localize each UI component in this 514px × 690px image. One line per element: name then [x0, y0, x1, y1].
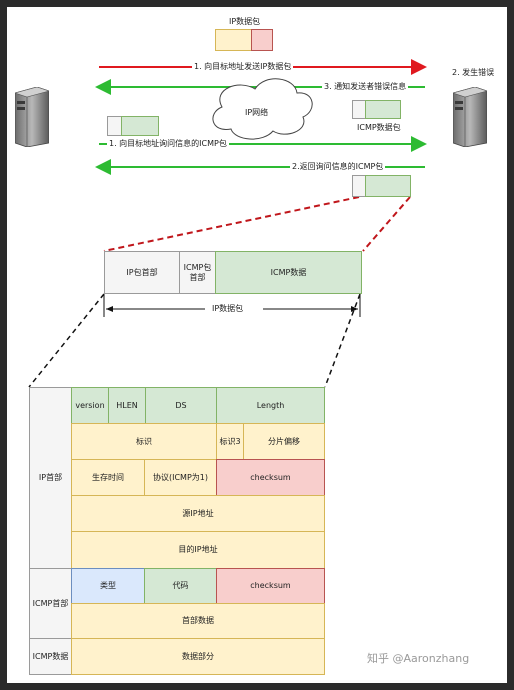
packet-icmp-header: ICMP包首部 — [179, 251, 216, 294]
icmp-packet-left-data — [121, 116, 159, 136]
field-length: Length — [216, 387, 325, 424]
arrow-send-label: 1. 向目标地址发送IP数据包 — [192, 62, 294, 71]
icmp-packet-left-header — [107, 116, 122, 136]
arrow-notify-label: 3. 通知发送者错误信息 — [322, 82, 409, 91]
field-destination-ip: 目的IP地址 — [71, 531, 325, 569]
icmp-reply-data — [365, 175, 411, 197]
field-flags: 标识3 — [216, 423, 244, 460]
field-ds: DS — [145, 387, 217, 424]
ip-packet-header-block — [215, 29, 252, 51]
field-icmp-header-data: 首部数据 — [71, 603, 325, 639]
error-label: 2. 发生错误 — [452, 68, 495, 77]
ip-packet-data-block — [251, 29, 273, 51]
field-protocol: 协议(ICMP为1) — [144, 459, 217, 496]
section-icmp-data: ICMP数据 — [29, 638, 72, 675]
field-identification: 标识 — [71, 423, 217, 460]
ip-packet-label: IP数据包 — [229, 17, 261, 26]
field-icmp-type: 类型 — [71, 568, 145, 604]
packet-span-label: IP数据包 — [212, 304, 244, 313]
field-icmp-code: 代码 — [144, 568, 217, 604]
field-ttl: 生存时间 — [71, 459, 145, 496]
packet-ip-header: IP包首部 — [104, 251, 180, 294]
section-icmp-header: ICMP首部 — [29, 568, 72, 639]
field-hlen: HLEN — [108, 387, 146, 424]
field-icmp-checksum: checksum — [216, 568, 325, 604]
watermark: 知乎 @Aaronzhang — [367, 652, 470, 665]
diagram-canvas: IP数据包 1. 向目标地址发送IP数据包 3. 通知发送者错误信息 2. 发生… — [7, 7, 507, 683]
sender-server-icon — [15, 87, 49, 147]
network-cloud — [212, 78, 313, 140]
icmp-reply-header — [352, 175, 366, 197]
field-fragment-offset: 分片偏移 — [243, 423, 325, 460]
field-source-ip: 源IP地址 — [71, 495, 325, 532]
icmp-packet-label: ICMP数据包 — [357, 123, 401, 132]
packet-icmp-data: ICMP数据 — [215, 251, 362, 294]
field-data-part: 数据部分 — [71, 638, 325, 675]
arrow-query-label: 1. 向目标地址询问信息的ICMP包 — [107, 139, 229, 148]
field-ip-checksum: checksum — [216, 459, 325, 496]
cloud-label: IP网络 — [245, 108, 269, 117]
field-version: version — [71, 387, 109, 424]
icmp-packet-right-data — [365, 100, 401, 119]
icmp-packet-right-header — [352, 100, 366, 119]
receiver-server-icon — [453, 87, 487, 147]
arrow-reply-label: 2.返回询问信息的ICMP包 — [290, 162, 386, 171]
section-ip-header: IP首部 — [29, 387, 72, 569]
